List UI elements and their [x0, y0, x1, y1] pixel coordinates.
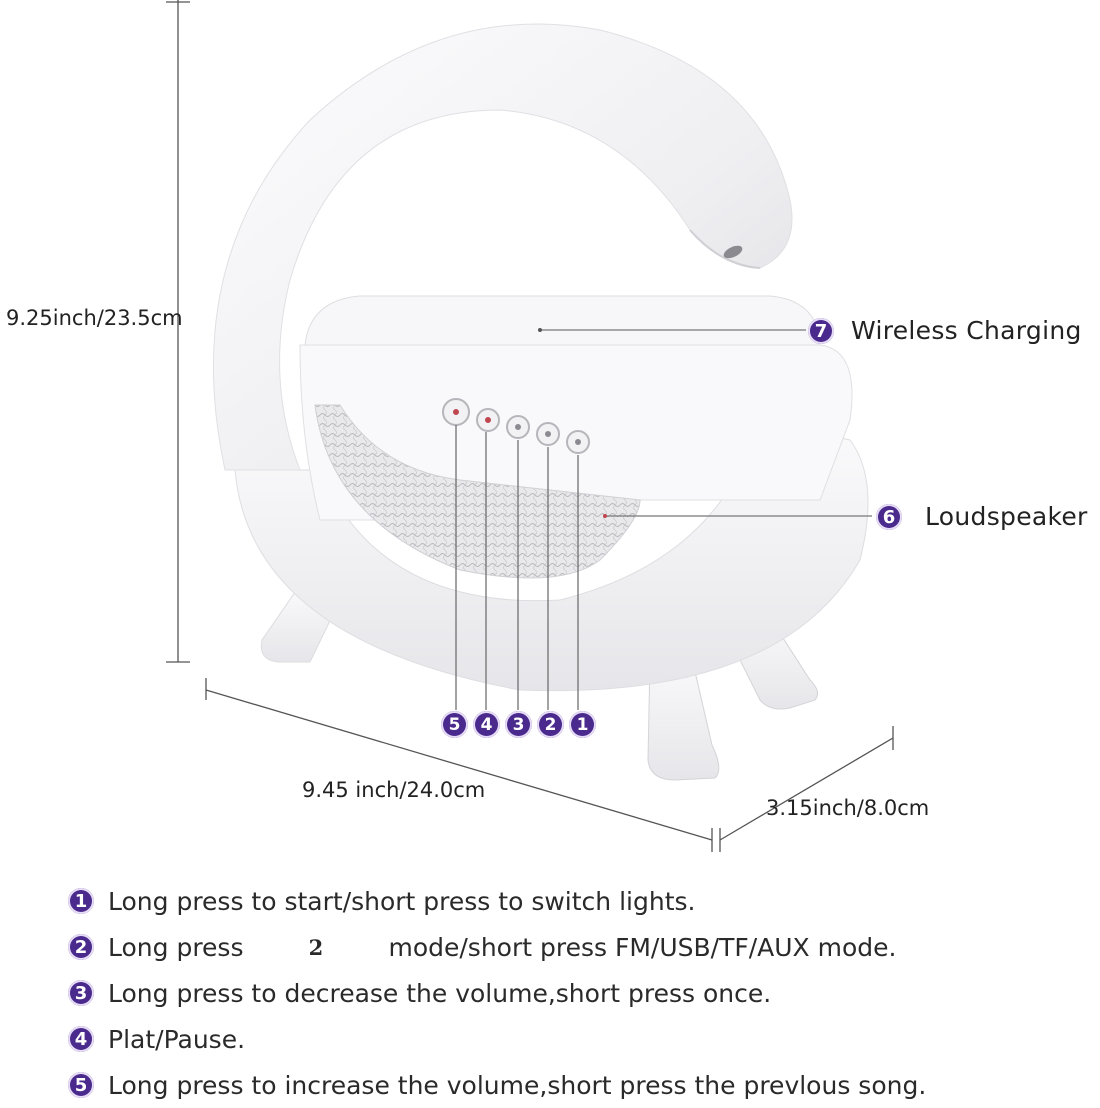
depth-label: 3.15inch/8.0cm — [766, 796, 930, 820]
base-bowl — [234, 419, 869, 692]
control-buttons — [442, 398, 590, 454]
instruction-badge: 5 — [68, 1072, 94, 1098]
button-badge: 4 — [473, 711, 500, 738]
instruction-badge: 3 — [68, 980, 94, 1006]
product-illustration: ⚡ — [166, 0, 894, 852]
instruction-text: Plat/Pause. — [108, 1024, 246, 1054]
speaker-grille — [314, 404, 641, 579]
button-badges: 5 4 3 2 1 — [441, 711, 596, 738]
button-badge: 2 — [537, 711, 564, 738]
width-label: 9.45 inch/24.0cm — [302, 778, 486, 802]
instruction-item: 4 Plat/Pause. — [68, 1016, 1068, 1062]
instruction-badge: 2 — [68, 934, 94, 960]
instruction-badge: 1 — [68, 888, 94, 914]
button-badge: 1 — [569, 711, 596, 738]
instruction-item: 1 Long press to start/short press to swi… — [68, 878, 1068, 924]
height-dimension — [166, 0, 190, 663]
g-arc — [212, 23, 793, 471]
instruction-text: Long press to start/short press to switc… — [108, 886, 696, 916]
loudspeaker-label: Loudspeaker — [925, 502, 1088, 531]
instruction-text: Long press to decrease the volume,short … — [108, 978, 772, 1008]
wireless-charging-label: Wireless Charging — [851, 316, 1082, 345]
height-label: 9.25inch/23.5cm — [6, 306, 183, 330]
instruction-text-after: mode/short press FM/USB/TF/AUX mode. — [388, 932, 897, 962]
instructions-list: 1 Long press to start/short press to swi… — [68, 878, 1068, 1108]
instruction-text-before: Long press — [108, 932, 244, 962]
instruction-item: 2 Long press 2 mode/short press FM/USB/T… — [68, 924, 1068, 970]
instruction-item: 5 Long press to increase the volume,shor… — [68, 1062, 1068, 1108]
button-badge: 5 — [441, 711, 468, 738]
callout-badge-6: 6 — [876, 504, 902, 530]
instruction-inline-number: 2 — [308, 934, 324, 960]
width-dimension — [205, 678, 713, 852]
instruction-text: Long press to increase the volume,short … — [108, 1070, 927, 1100]
instruction-badge: 4 — [68, 1026, 94, 1052]
callout-badge-7: 7 — [808, 318, 834, 344]
button-badge: 3 — [505, 711, 532, 738]
instruction-item: 3 Long press to decrease the volume,shor… — [68, 970, 1068, 1016]
depth-dimension — [719, 726, 894, 852]
button-leader-lines — [455, 425, 579, 710]
